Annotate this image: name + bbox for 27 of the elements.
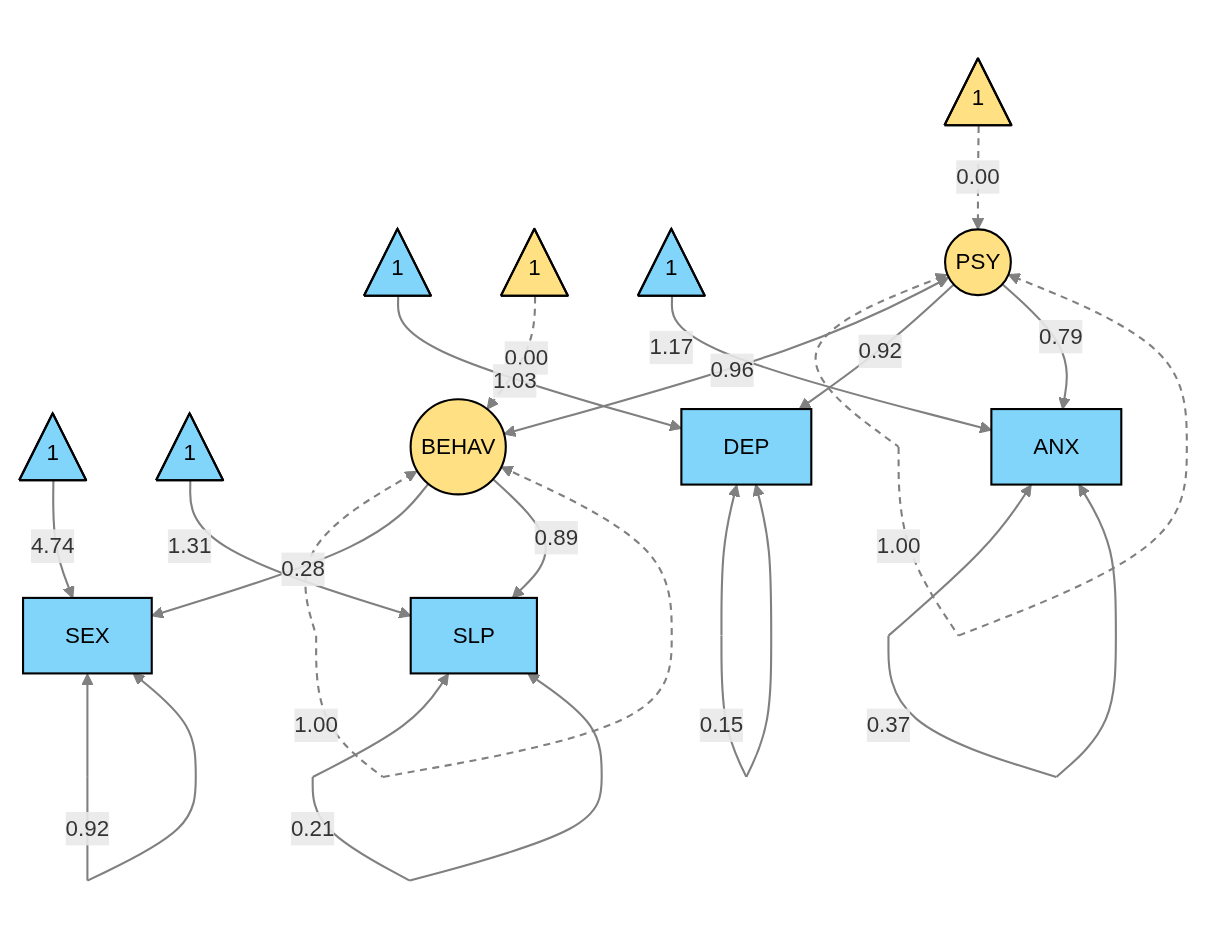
arrow: [503, 277, 949, 437]
edge-label: 1.31: [167, 533, 212, 558]
node-circle: BEHAV: [409, 398, 507, 496]
edge-label: 1.17: [649, 334, 694, 359]
edge-label: 0.79: [1039, 324, 1083, 348]
edge-label: 0.15: [699, 712, 744, 737]
edge-label: 1.00: [876, 533, 921, 558]
arrow: [397, 296, 682, 432]
edge-label: 0.96: [710, 357, 754, 382]
edge-label: 0.00: [956, 164, 1000, 189]
node-box: SEX: [22, 596, 153, 675]
node-box: SLP: [409, 596, 538, 675]
node-circle: PSY: [944, 228, 1012, 297]
node-box: DEP: [680, 408, 813, 486]
edge-label: 0.37: [866, 712, 911, 737]
edge-label: 0.28: [281, 556, 325, 581]
edge-label: 1.00: [294, 712, 338, 737]
node-box: ANX: [990, 408, 1123, 486]
edge-label: 0.92: [858, 338, 902, 363]
arrow: [670, 296, 992, 434]
edge-label: 0.00: [504, 345, 549, 370]
edge-label: 0.92: [65, 816, 110, 840]
edge-label: 0.89: [534, 525, 579, 550]
edge-label: 0.21: [290, 816, 335, 840]
edge-label: 4.74: [30, 533, 75, 558]
arrow: [798, 283, 955, 410]
edge-label: 1.03: [493, 368, 537, 393]
